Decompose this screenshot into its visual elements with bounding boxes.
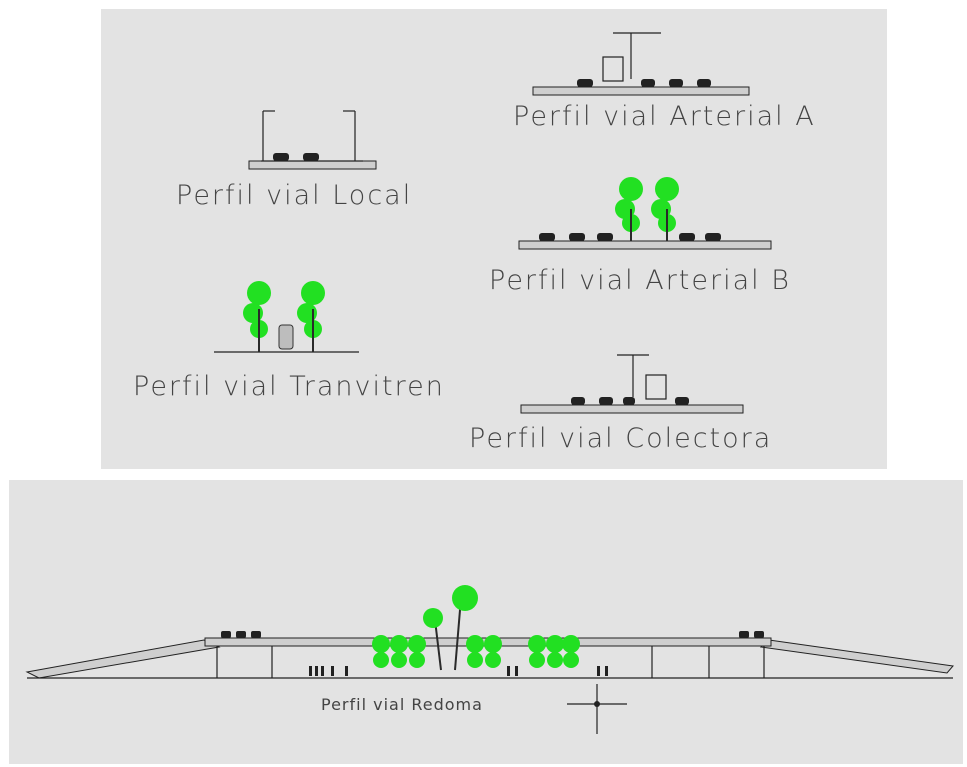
- profile-tranvitren-diagram: [214, 281, 359, 353]
- profiles-drawing: Perfil vial Local Perfil vial Arterial A: [133, 32, 816, 454]
- redoma-panel: Perfil vial Redoma: [9, 480, 963, 764]
- profile-colectora-label: Perfil vial Colectora: [469, 423, 772, 454]
- profile-local-label: Perfil vial Local: [176, 180, 412, 211]
- profile-tranvitren-label: Perfil vial Tranvitren: [133, 371, 445, 402]
- profile-arterial-b-label: Perfil vial Arterial B: [489, 265, 791, 296]
- profile-redoma-diagram: [25, 585, 954, 734]
- profile-arterial-b-diagram: [518, 177, 772, 250]
- redoma-drawing: Perfil vial Redoma: [25, 585, 954, 734]
- profiles-panel: Perfil vial Local Perfil vial Arterial A: [101, 9, 887, 469]
- profile-arterial-a-label: Perfil vial Arterial A: [513, 101, 816, 132]
- profile-local-diagram: [248, 110, 377, 170]
- profile-colectora-diagram: [520, 354, 744, 414]
- profile-redoma-label: Perfil vial Redoma: [321, 695, 483, 714]
- profile-arterial-a-diagram: [532, 32, 750, 96]
